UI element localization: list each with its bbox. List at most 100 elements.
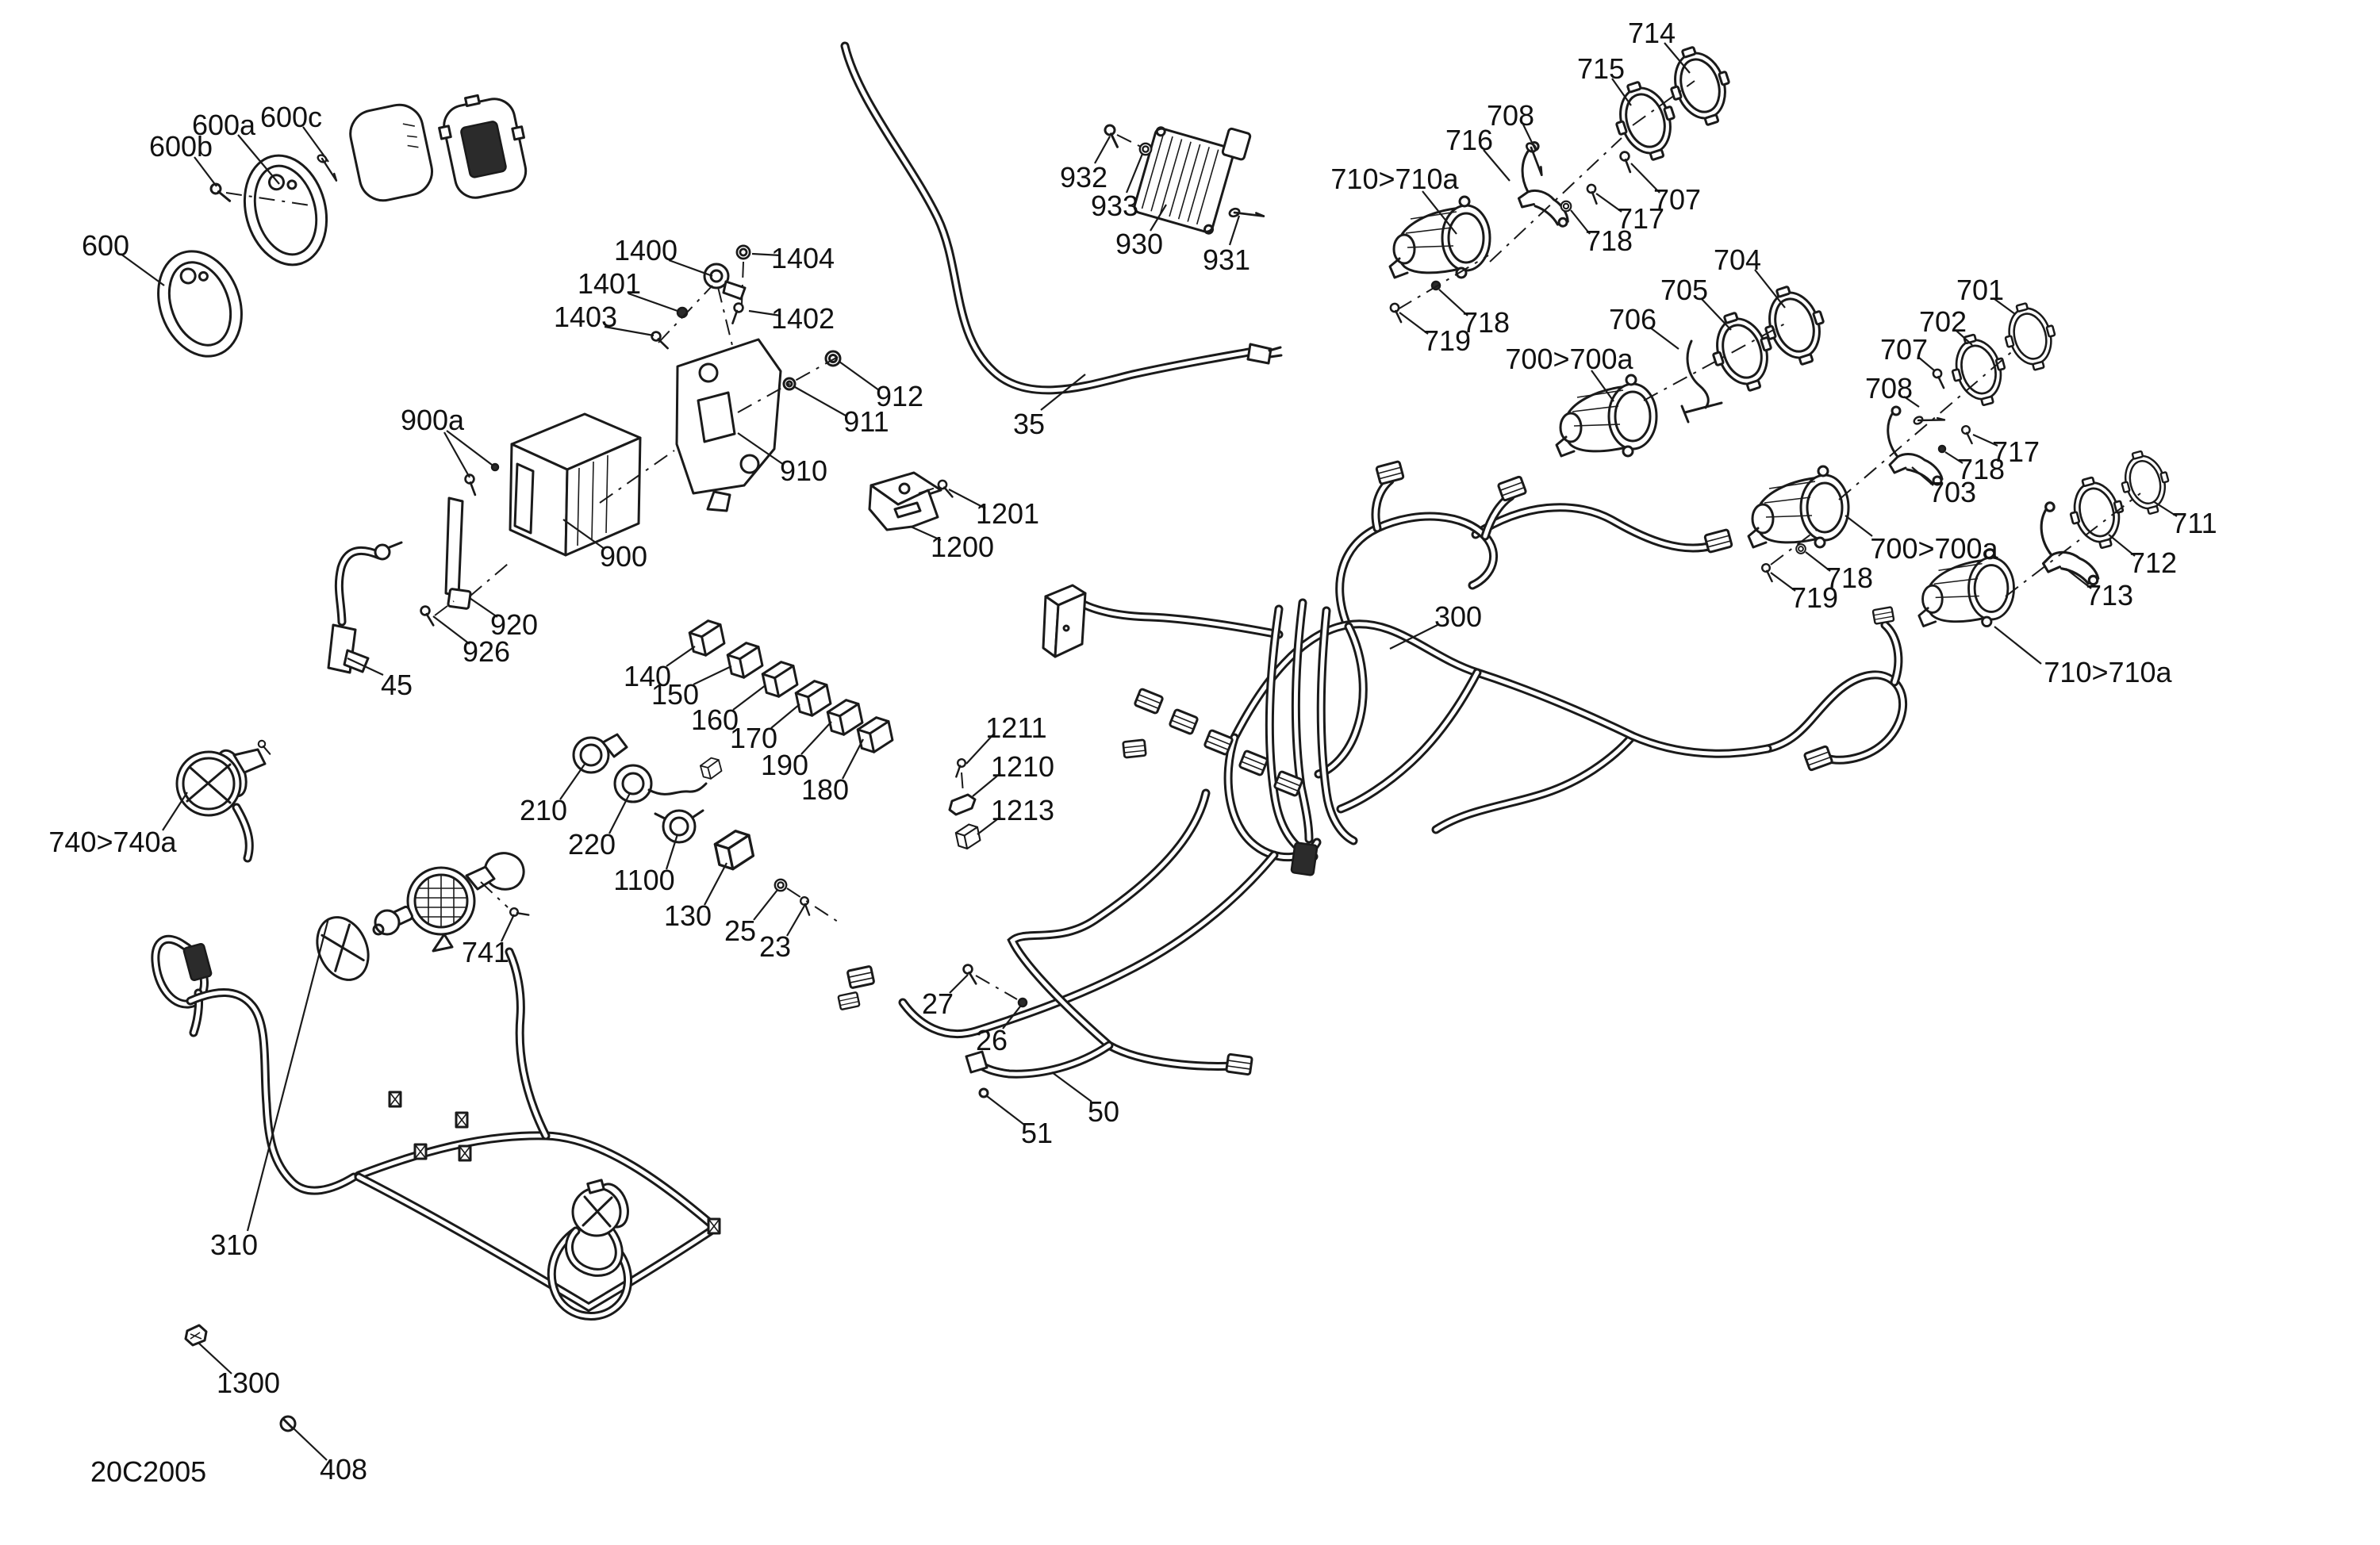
screw-717-right — [1957, 424, 1980, 445]
leader-lines — [120, 42, 2178, 1461]
leader-line-900a — [446, 430, 493, 466]
leader-line-1400 — [668, 259, 713, 278]
leader-line-900a — [443, 431, 470, 478]
screw-707-right — [1928, 366, 1952, 389]
part-label-708: 708 — [1865, 372, 1913, 404]
leader-line-717 — [1972, 433, 1998, 447]
part-label-707: 707 — [1653, 183, 1701, 216]
leader-line-220 — [608, 792, 631, 834]
part-label-932: 932 — [1060, 161, 1107, 194]
document-code: 20C2005 — [90, 1455, 206, 1488]
part-label-708: 708 — [1487, 99, 1534, 132]
part-label-1201: 1201 — [976, 497, 1039, 530]
leader-line-931 — [1228, 215, 1241, 246]
leader-line-704 — [1754, 269, 1786, 309]
leader-line-910 — [737, 432, 785, 466]
leader-line-600a — [237, 134, 280, 185]
ecm-box-drawing — [1042, 584, 1087, 658]
leader-line-708 — [1522, 124, 1537, 151]
harness-clip — [458, 1144, 472, 1162]
part-label-716: 716 — [1445, 124, 1493, 156]
leader-line-700>700a — [1844, 515, 1873, 537]
leader-line-1403 — [604, 325, 654, 337]
leader-line-900 — [562, 519, 605, 550]
part-label-210: 210 — [520, 794, 567, 826]
part-label-408: 408 — [320, 1453, 367, 1486]
clip-1300 — [184, 1324, 208, 1347]
strap-920-drawing — [416, 496, 472, 627]
part-label-1200: 1200 — [931, 531, 994, 563]
part-label-1210: 1210 — [991, 750, 1054, 783]
screw-718-right — [1937, 444, 1947, 454]
screw-1201 — [935, 478, 958, 498]
leader-line-27 — [949, 974, 969, 994]
part-label-700>700a: 700>700a — [1870, 532, 1998, 565]
harness-connector — [1225, 1052, 1253, 1076]
leader-line-700>700a — [1591, 370, 1614, 402]
gauge-back-housing-drawing — [438, 94, 528, 199]
bracket-1200-drawing — [868, 471, 958, 531]
part-label-50: 50 — [1088, 1095, 1119, 1128]
leader-line-926 — [432, 615, 470, 645]
sensor-1400-group — [648, 244, 751, 372]
leader-line-719 — [1399, 312, 1429, 335]
part-label-1211: 1211 — [985, 711, 1046, 744]
leader-line-719 — [1770, 572, 1796, 592]
leader-line-701 — [1994, 298, 2016, 315]
leader-line-35 — [1040, 374, 1086, 411]
ecu-900-drawing — [459, 412, 675, 597]
ring-702 — [1943, 328, 2014, 412]
harness-connector — [1496, 475, 1528, 502]
leader-line-1401 — [628, 292, 678, 312]
leader-line-1211 — [965, 732, 996, 765]
part-label-710>710a: 710>710a — [2044, 656, 2172, 688]
part-label-190: 190 — [761, 749, 808, 781]
leader-line-1300 — [198, 1342, 232, 1374]
harness-clip — [455, 1111, 469, 1129]
bracket-716 — [1512, 140, 1582, 228]
part-label-741: 741 — [462, 936, 509, 968]
clip-1210-group — [948, 757, 982, 852]
leader-line-160 — [732, 684, 766, 711]
voltage-regulator-930-drawing — [1133, 126, 1252, 235]
leader-line-1201 — [948, 489, 986, 509]
part-label-706: 706 — [1609, 303, 1656, 335]
ball-stud-1401 — [676, 306, 689, 319]
screw-27 — [958, 962, 984, 985]
leader-line-911 — [794, 386, 846, 416]
ring-712 — [2061, 470, 2132, 555]
leader-line-170 — [770, 703, 800, 729]
harness-connector — [1133, 687, 1165, 715]
harness-clip — [707, 1217, 721, 1235]
gauge-bezel-600a — [243, 154, 328, 266]
screw-708-right — [1911, 404, 1946, 435]
cable-51-end-cap — [965, 1050, 988, 1074]
leader-line-741 — [501, 914, 515, 942]
connector-160 — [759, 658, 800, 700]
part-label-926: 926 — [463, 635, 510, 668]
part-label-700>700a: 700>700a — [1505, 343, 1633, 375]
part-label-1404: 1404 — [771, 242, 835, 274]
bracket-910-drawing — [675, 338, 842, 512]
nut-718-lamp-right — [1795, 543, 1806, 554]
part-label-220: 220 — [568, 828, 616, 861]
leader-line-711 — [2152, 500, 2178, 517]
part-label-714: 714 — [1628, 17, 1676, 49]
part-label-35: 35 — [1013, 408, 1045, 440]
battery-cable-35-drawing — [845, 46, 1283, 390]
leader-line-718 — [1438, 289, 1468, 316]
leader-line-715 — [1611, 78, 1632, 106]
bulb-socket-210-drawing — [572, 733, 628, 774]
part-label-718: 718 — [1825, 562, 1873, 594]
part-label-920: 920 — [490, 608, 538, 641]
headlamp-700a-left — [1555, 374, 1658, 458]
leader-line-600c — [302, 126, 329, 163]
part-label-160: 160 — [691, 703, 739, 736]
part-label-702: 702 — [1919, 305, 1967, 338]
part-label-600: 600 — [82, 229, 129, 262]
harness-connector — [1871, 606, 1895, 625]
part-label-719: 719 — [1791, 581, 1838, 614]
leader-line-716 — [1483, 149, 1511, 182]
